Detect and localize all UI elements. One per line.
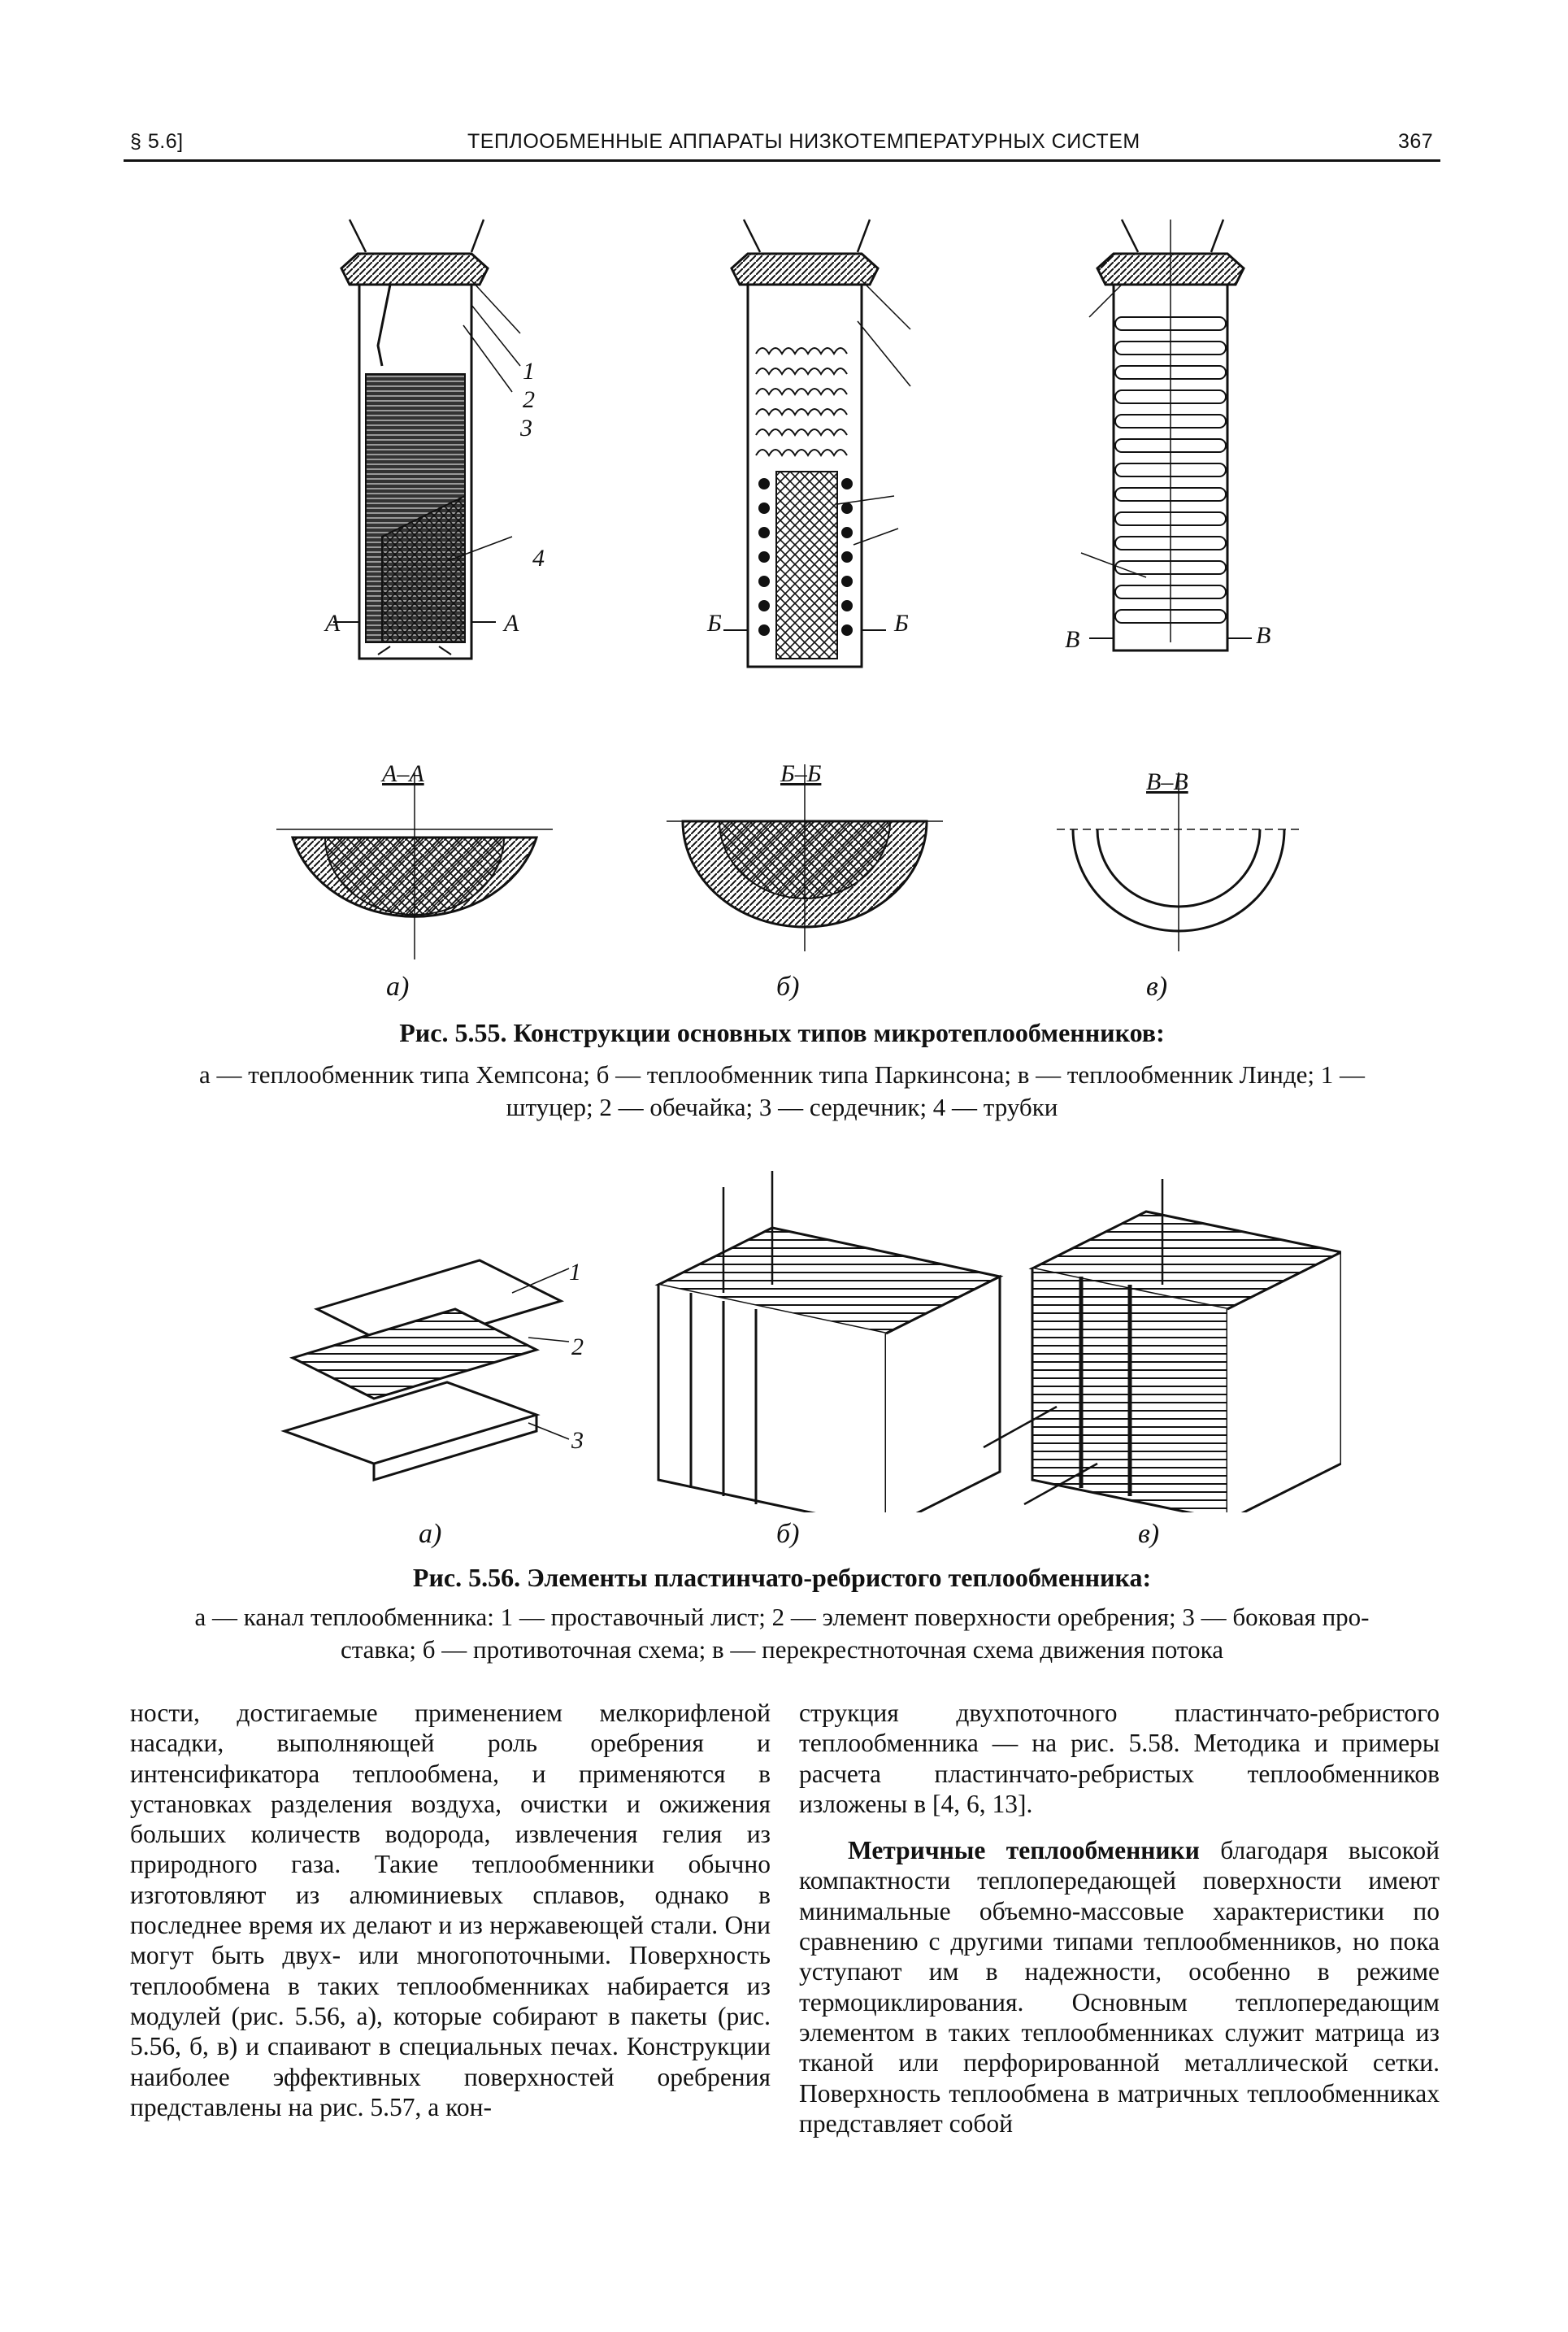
fig56-sub-b: б) <box>776 1519 800 1549</box>
hampson-exchanger <box>333 219 521 660</box>
callout-1: 1 <box>523 358 535 385</box>
fig56-caption-line1: а — канал теплообменника: 1 — проставочн… <box>194 1603 1370 1631</box>
section-b-b <box>667 764 943 951</box>
right-paragraph-2: Метричные теплообменники благодаря высок… <box>799 1835 1440 2138</box>
body-left-column: ности, достигаемые применением мелкорифл… <box>130 1698 771 2122</box>
running-header-section: § 5.6] <box>130 130 184 153</box>
fig56-callout-1: 1 <box>569 1259 581 1286</box>
crossflow-block <box>983 1179 1341 1512</box>
fig56-sub-a: а) <box>419 1519 442 1549</box>
fig56-callout-3: 3 <box>571 1427 584 1454</box>
counterflow-block <box>654 1171 1004 1512</box>
section-v-v <box>1057 772 1301 951</box>
section-label-v-v: В–В <box>1146 768 1188 795</box>
fig55-sub-b: б) <box>776 972 800 1002</box>
fig55-sub-a: а) <box>386 972 410 1002</box>
running-header-title: ТЕПЛООБМЕННЫЕ АППАРАТЫ НИЗКОТЕМПЕРАТУРНЫ… <box>467 130 1140 153</box>
cut-label-v-left: В <box>1065 626 1080 653</box>
fig56-caption-title: Рис. 5.56. Элементы пластинчато-ребристо… <box>412 1563 1152 1592</box>
parkinson-exchanger <box>723 219 911 668</box>
fig55-sub-v: в) <box>1146 972 1168 1002</box>
header-rule <box>124 159 1440 162</box>
linde-exchanger <box>1080 219 1252 652</box>
fig56-sub-v: в) <box>1138 1519 1160 1549</box>
section-a-a <box>276 772 553 959</box>
right-paragraph-1: струкция двухпоточного пластинчато-ребри… <box>799 1699 1440 1818</box>
body-right-column: струкция двухпоточного пластинчато-ребри… <box>799 1698 1440 2138</box>
left-paragraph: ности, достигаемые применением мелкорифл… <box>130 1699 771 2121</box>
fig56-caption-line2: ставка; б — противоточная схема; в — пер… <box>340 1635 1224 1664</box>
section-label-a-a: А–А <box>382 760 424 787</box>
cut-label-v-right: В <box>1256 622 1271 649</box>
cut-label-a-left: А <box>325 610 341 637</box>
cut-label-b-left: Б <box>707 610 722 637</box>
figure-5-55 <box>276 219 1301 959</box>
page-number: 367 <box>1398 130 1434 153</box>
fig56-callout-2: 2 <box>571 1334 584 1360</box>
callout-3: 3 <box>520 415 532 442</box>
figure-5-56 <box>280 1171 1341 1512</box>
term-metric-exchangers: Метричные теплообменники <box>848 1836 1200 1865</box>
channel-module <box>280 1259 570 1482</box>
right-paragraph-2-text: благодаря высокой компактности теплопере… <box>799 1836 1440 2138</box>
callout-2: 2 <box>523 386 535 413</box>
fig55-caption-line2: штуцер; 2 — обечайка; 3 — сердечник; 4 —… <box>506 1093 1058 1121</box>
section-label-b-b: Б–Б <box>780 760 822 787</box>
callout-4: 4 <box>532 545 545 572</box>
fig55-caption-line1: а — теплообменник типа Хемпсона; б — теп… <box>198 1060 1366 1089</box>
fig55-caption-title: Рис. 5.55. Конструкции основных типов ми… <box>399 1018 1165 1047</box>
cut-label-a-right: А <box>504 610 519 637</box>
cut-label-b-right: Б <box>894 610 909 637</box>
